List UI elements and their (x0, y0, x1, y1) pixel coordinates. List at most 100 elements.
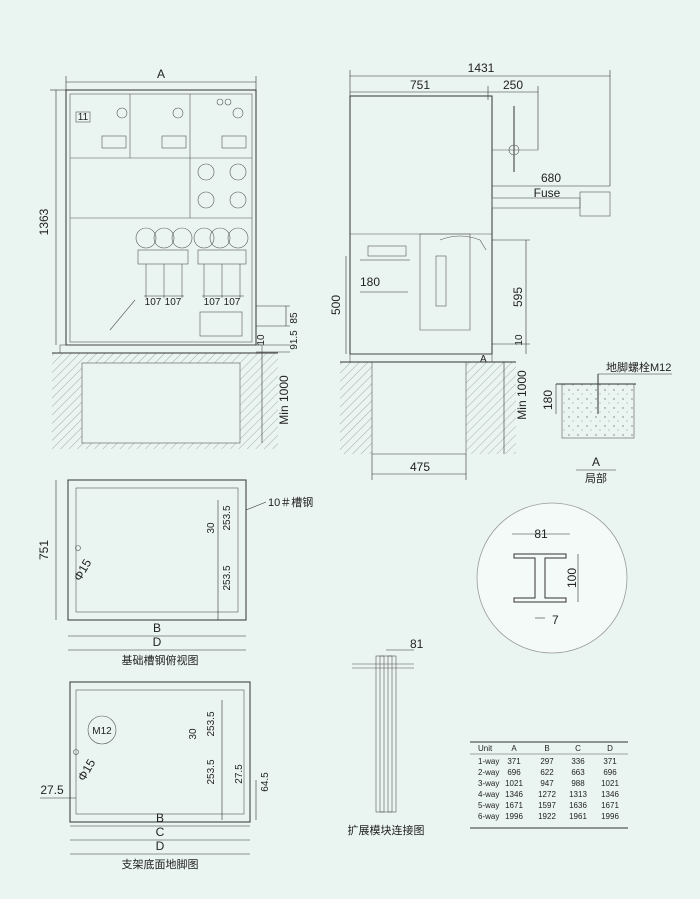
table-cell: 1-way (478, 757, 499, 766)
plan-253-5-a-label: 253.5 (222, 505, 233, 530)
table-cell: 988 (571, 779, 585, 788)
bracket-d-label: D (156, 839, 165, 853)
expansion-81-label: 81 (410, 637, 424, 651)
detail-caption: 局部 (585, 471, 607, 485)
table-cell: 1996 (505, 812, 523, 821)
spacing-107-a: 107 (145, 297, 162, 308)
plan-b-label: B (153, 621, 161, 635)
side-751-label: 751 (410, 78, 430, 92)
beam-7-label: 7 (552, 613, 559, 627)
bracket-30-label: 30 (188, 728, 199, 740)
side-180-label: 180 (360, 275, 380, 289)
table-header-d: D (607, 744, 613, 753)
table-cell: 371 (507, 757, 521, 766)
side-min-1000-label: Min 1000 (515, 370, 529, 420)
dimension-table: Unit A B C D 1-way 371 297 336 371 2-way 696 62… (470, 741, 628, 829)
expansion-caption: 扩展模块连接图 (348, 823, 425, 837)
channel-steel-label: 10＃槽钢 (268, 496, 313, 509)
bracket-c-label: C (156, 825, 165, 839)
bracket-27-5-left-label: 27.5 (40, 783, 64, 797)
dim-a-label: A (157, 67, 165, 81)
plan-253-5-b-label: 253.5 (222, 565, 233, 590)
svg-text:11: 11 (78, 112, 89, 123)
detail-180-label: 180 (541, 390, 555, 410)
plan-d-label: D (153, 635, 162, 649)
table-cell: 622 (540, 768, 554, 777)
side-1431-label: 1431 (468, 61, 495, 75)
side-250-label: 250 (503, 78, 523, 92)
table-cell: 1961 (569, 812, 587, 821)
bracket-64-5-label: 64.5 (260, 772, 271, 792)
table-cell: 1346 (505, 790, 523, 799)
side-500-label: 500 (329, 295, 343, 315)
table-cell: 2-way (478, 768, 499, 777)
anchor-bolt-label: 地脚螺栓M12 (606, 360, 671, 374)
table-cell: 1021 (505, 779, 523, 788)
table-body: 1-way 371 297 336 371 2-way 696 622 663 696 3-way 1… (478, 757, 619, 821)
bracket-253-5-a-label: 253.5 (206, 711, 217, 736)
table-cell: 947 (540, 779, 554, 788)
channel-plan: 751 Φ15 30 253.5 253.5 10＃槽钢 B D 基础槽钢俯视图 (37, 479, 313, 667)
table-cell: 1313 (569, 790, 587, 799)
table-header: Unit A B C D (478, 744, 613, 753)
side-view: 1431 751 250 680 Fuse 180 500 595 (329, 61, 611, 480)
fuse-label: Fuse (534, 186, 561, 200)
table-cell: 1636 (569, 801, 587, 810)
table-cell: 1272 (538, 790, 556, 799)
channel-plan-caption: 基础槽钢俯视图 (122, 653, 199, 667)
table-cell: 663 (571, 768, 585, 777)
table-cell: 696 (603, 768, 617, 777)
spacing-107-b: 107 (165, 297, 182, 308)
table-cell: 1996 (601, 812, 619, 821)
table-header-b: B (544, 744, 549, 753)
table-cell: 1597 (538, 801, 556, 810)
bracket-253-5-b-label: 253.5 (206, 759, 217, 784)
table-cell: 1346 (601, 790, 619, 799)
detail-a: 地脚螺栓M12 180 A 局部 (541, 360, 672, 485)
dim-85-label: 85 (289, 312, 300, 324)
bracket-phi15-label: Φ15 (75, 756, 99, 783)
table-header-unit: Unit (478, 744, 493, 753)
detail-marker: A (592, 455, 600, 469)
dim-91-5-label: 91.5 (289, 330, 300, 350)
plan-30-label: 30 (206, 522, 217, 534)
side-595-label: 595 (511, 287, 525, 307)
table-cell: 4-way (478, 790, 499, 799)
bracket-m12-label: M12 (92, 726, 112, 737)
table-cell: 1021 (601, 779, 619, 788)
table-cell: 336 (571, 757, 585, 766)
table-cell: 1922 (538, 812, 556, 821)
height-1363-label: 1363 (37, 208, 51, 235)
expansion-connection: 81 扩展模块连接图 (348, 637, 425, 837)
side-475-label: 475 (410, 460, 430, 474)
front-view: A 1363 11 107 1 (37, 67, 300, 449)
dim-10-label: 10 (256, 334, 267, 346)
bracket-b-label: B (156, 811, 164, 825)
table-cell: 5-way (478, 801, 499, 810)
bracket-27-5-label: 27.5 (234, 764, 245, 784)
table-cell: 371 (603, 757, 617, 766)
spacing-107-d: 107 (224, 297, 241, 308)
table-cell: 1671 (505, 801, 523, 810)
table-cell: 696 (507, 768, 521, 777)
beam-100-label: 100 (565, 568, 579, 588)
table-header-a: A (511, 744, 517, 753)
table-cell: 3-way (478, 779, 499, 788)
side-680-label: 680 (541, 171, 561, 185)
plan-751-label: 751 (37, 540, 51, 560)
detail-marker-a: A (480, 354, 487, 365)
bracket-plan: M12 Φ15 253.5 30 253.5 27.5 64.5 27.5 B … (40, 681, 271, 871)
plan-phi15-label: Φ15 (71, 556, 95, 583)
table-cell: 297 (540, 757, 554, 766)
side-10-label: 10 (514, 334, 525, 346)
bracket-caption: 支架底面地脚图 (122, 857, 199, 871)
table-cell: 6-way (478, 812, 499, 821)
front-min-1000-label: Min 1000 (277, 375, 291, 425)
beam-81-label: 81 (534, 527, 548, 541)
beam-section: 81 100 7 (476, 502, 628, 654)
spacing-107-c: 107 (204, 297, 221, 308)
table-header-c: C (575, 744, 581, 753)
table-cell: 1671 (601, 801, 619, 810)
